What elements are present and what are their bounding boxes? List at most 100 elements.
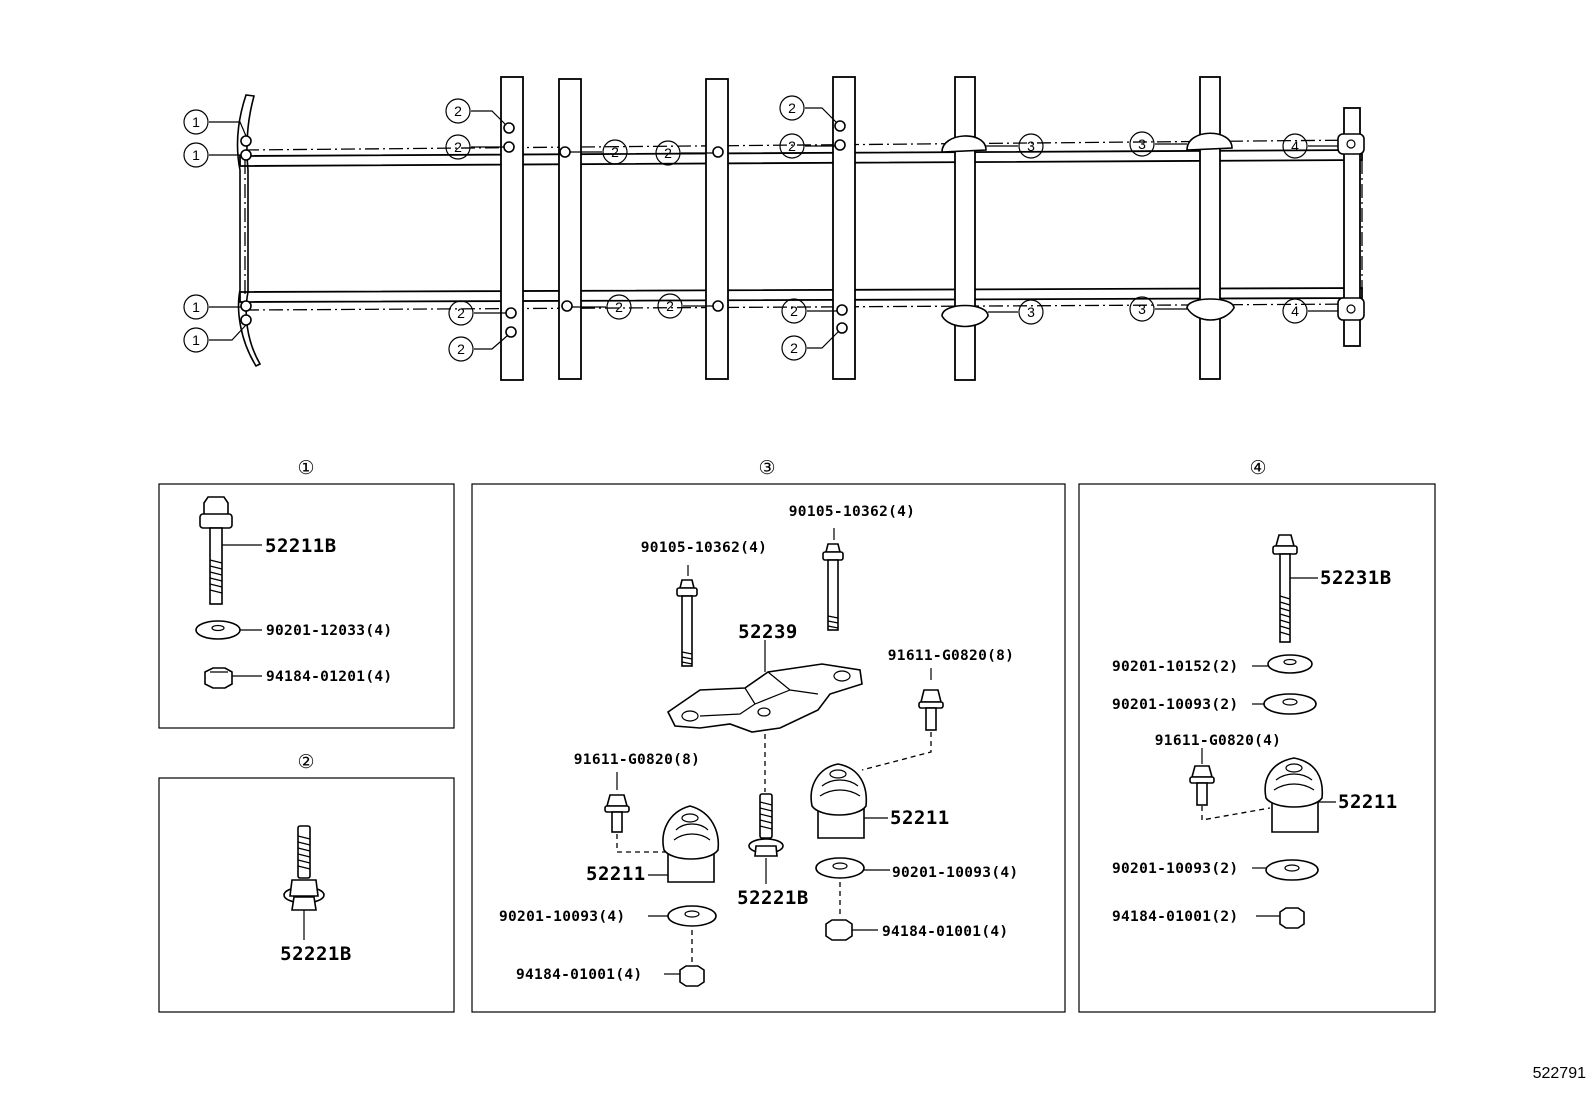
panel-2-heading: ② [297,752,314,773]
cross-sill-2 [558,78,582,380]
svg-text:1: 1 [192,332,200,348]
part-label-94184-01001-b: 94184-01001(4) [882,924,1008,940]
panel-3-heading: ③ [758,458,775,479]
part-label-90201-10093-bottom: 90201-10093(2) [1112,861,1238,877]
rear-bracket-4b [1337,297,1365,321]
cushion-left-icon [662,805,720,883]
mount-holes [240,120,848,338]
part-label-90201-10093-b: 90201-10093(4) [892,865,1018,881]
part-label-52221b-p3: 52221B [737,887,809,909]
svg-text:3: 3 [1027,304,1035,320]
part-label-52211-a: 52211 [586,863,646,885]
washer-10093-bottom-icon [1265,859,1319,881]
center-bolt-52221b-icon [748,793,784,857]
part-label-52211-p4: 52211 [1338,791,1398,813]
part-label-52239: 52239 [738,621,798,643]
long-bolt-b-icon [822,543,844,631]
callout-2b: 2 [445,134,471,160]
washer-10093-top-icon [1263,693,1317,715]
callout-3d: 3 [1129,296,1155,322]
panel-1-frame [158,483,455,729]
callout-2c: 2 [602,139,628,165]
cross-sill-4 [832,76,856,380]
svg-text:2: 2 [790,303,798,319]
nut-left-icon [679,965,705,987]
callout-2l: 2 [781,335,807,361]
cushion-mount-3a [941,135,987,153]
svg-text:2: 2 [664,145,672,161]
svg-text:2: 2 [457,341,465,357]
callout-2k: 2 [781,298,807,324]
flange-bolt-a-icon [918,689,944,731]
callout-2e: 2 [779,95,805,121]
svg-text:2: 2 [788,100,796,116]
svg-text:1: 1 [192,299,200,315]
callout-1a: 1 [183,109,209,135]
callout-4b: 4 [1282,298,1308,324]
callout-1c: 1 [183,294,209,320]
panel-1: ① 52211B 90201-12033(4) 94184-01201(4) [158,458,455,729]
part-label-90201-10152: 90201-10152(2) [1112,659,1238,675]
part-label-52231b: 52231B [1320,567,1392,589]
panel-2-frame [158,777,455,1013]
callout-3b: 3 [1129,131,1155,157]
svg-text:3: 3 [1138,301,1146,317]
cushion-p4-icon [1264,757,1324,833]
part-label-52211-b: 52211 [890,807,950,829]
svg-text:2: 2 [666,298,674,314]
long-bolt-a-icon [676,579,698,667]
washer-10152-icon [1267,654,1313,674]
part-label-94184-01201: 94184-01201(4) [266,669,392,685]
part-label-52211b: 52211B [265,535,337,557]
bolt-52211b-icon [199,496,233,605]
callout-2g: 2 [448,300,474,326]
nut-right-icon [825,919,853,941]
rear-bracket-4a [1337,133,1365,155]
callout-1d: 1 [183,327,209,353]
part-label-91611-g0820-a: 91611-G0820(8) [888,648,1014,664]
part-label-52221b-p2: 52221B [280,943,352,965]
svg-text:2: 2 [457,305,465,321]
body-outline-top [244,139,1366,151]
frame-callouts: 1 1 1 1 2 2 2 2 2 2 2 2 2 2 2 2 3 3 3 3 … [183,95,1308,362]
callout-2d: 2 [655,140,681,166]
svg-text:2: 2 [454,139,462,155]
panel-1-heading: ① [297,458,314,479]
svg-text:2: 2 [788,138,796,154]
callout-4a: 4 [1282,133,1308,159]
part-label-94184-01001-p4: 94184-01001(2) [1112,909,1238,925]
bolt-52231b-icon [1272,534,1298,643]
bolt-52221b-icon [283,825,325,911]
cross-sill-6 [1199,76,1221,380]
nut-p4-icon [1279,907,1305,929]
flange-bolt-p4-icon [1189,765,1215,806]
cross-sill-5 [954,76,976,381]
part-label-90201-12033: 90201-12033(4) [266,623,392,639]
rear-bracket-4a-hole [1346,139,1356,149]
part-label-91611-g0820-p4: 91611-G0820(4) [1155,733,1281,749]
panel-3: ③ 90105-10362(4) 90105-10362(4) [471,458,1066,1013]
svg-text:2: 2 [611,144,619,160]
callout-2h: 2 [448,336,474,362]
svg-text:2: 2 [615,299,623,315]
svg-text:4: 4 [1291,138,1299,154]
panel-4-frame [1078,483,1436,1013]
right-side-rail [239,287,1363,303]
washer-right-icon [815,857,865,879]
cushion-mount-3d [1186,298,1235,321]
part-label-90105-10362-a: 90105-10362(4) [641,540,767,556]
washer-icon [195,620,241,640]
svg-text:1: 1 [192,147,200,163]
panel-4: ④ 52231B 90201-10152(2) 90201-10093(2) 9… [1078,458,1436,1013]
callout-3c: 3 [1018,299,1044,325]
cushion-mount-3c [941,304,989,328]
left-side-rail [239,149,1363,167]
part-label-91611-g0820-b: 91611-G0820(8) [574,752,700,768]
front-crossmember [236,94,262,368]
cross-sill-3 [705,78,729,380]
svg-text:4: 4 [1291,303,1299,319]
svg-text:2: 2 [454,103,462,119]
part-label-90201-10093-a: 90201-10093(4) [499,909,625,925]
cushion-right-icon [810,763,868,839]
